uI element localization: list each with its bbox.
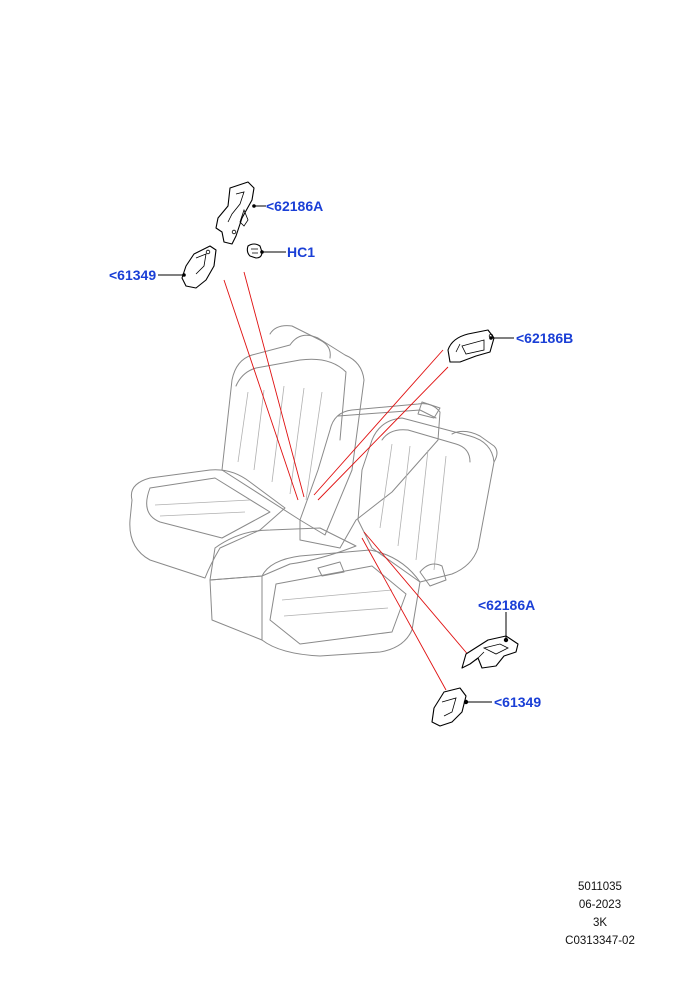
bracket-62186a-bottom[interactable] <box>461 635 519 669</box>
callout-62186b[interactable]: <62186B <box>516 330 574 346</box>
stamp-date: 06-2023 <box>578 899 622 911</box>
bracket-62186a-top[interactable] <box>215 181 255 245</box>
cover-62186b[interactable] <box>447 329 495 363</box>
clip-hc1[interactable] <box>246 243 263 259</box>
callout-61349-top[interactable]: <61349 <box>109 267 157 283</box>
trim-61349-bottom[interactable] <box>431 687 469 727</box>
leader-lines <box>158 204 514 704</box>
stamp-region: 3K <box>592 917 608 929</box>
stamp-illustration-id: C0313347-02 <box>565 935 635 947</box>
rear-seat-illustration <box>129 325 498 657</box>
callout-61349-bottom[interactable]: <61349 <box>494 694 542 710</box>
trim-61349-top[interactable] <box>181 245 217 289</box>
reference-stamp: 5011035 06-2023 3K C0313347-02 <box>552 880 648 948</box>
callout-hc1[interactable]: HC1 <box>287 244 316 260</box>
projection-lines <box>223 271 471 691</box>
callout-62186a-bottom[interactable]: <62186A <box>478 597 536 613</box>
stamp-code: 5011035 <box>578 881 622 893</box>
callout-62186a-top[interactable]: <62186A <box>266 198 324 214</box>
